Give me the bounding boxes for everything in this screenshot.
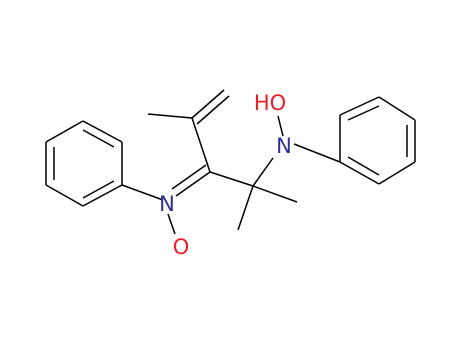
bond (121, 184, 164, 201)
methyl-bond (252, 185, 298, 203)
amine-nitrogen-label: N (276, 134, 292, 158)
left-phenyl-ring (45, 120, 123, 207)
right-phenyl-ring (339, 96, 416, 185)
n-oxide-bond (167, 213, 176, 235)
bond (252, 157, 274, 187)
bond (82, 184, 123, 207)
bond (82, 120, 123, 143)
nitrone-nitrogen-label: N (159, 192, 175, 216)
double-bond-inner (347, 105, 380, 121)
bond (339, 96, 380, 116)
bond (209, 171, 254, 187)
imine-bond (175, 171, 211, 197)
double-bond-inner (82, 129, 115, 148)
imine-double-bond (171, 164, 207, 190)
alkene-double-bond (196, 95, 230, 125)
methyl-bond (147, 113, 193, 119)
bond (378, 96, 416, 121)
bond (277, 115, 284, 137)
double-bond-inner (82, 180, 115, 199)
double-bond-inner (347, 156, 380, 176)
methyl-bond (237, 185, 254, 231)
bond (45, 120, 84, 143)
bond (191, 117, 211, 173)
bond (293, 143, 341, 163)
alkene-bond (191, 89, 225, 119)
bond (378, 161, 416, 185)
bond (339, 161, 380, 185)
bond (45, 184, 84, 207)
hydroxyl-oxygen-label: HO (254, 91, 286, 115)
nitrone-oxygen-label: O (173, 235, 190, 259)
backbone (121, 89, 341, 235)
